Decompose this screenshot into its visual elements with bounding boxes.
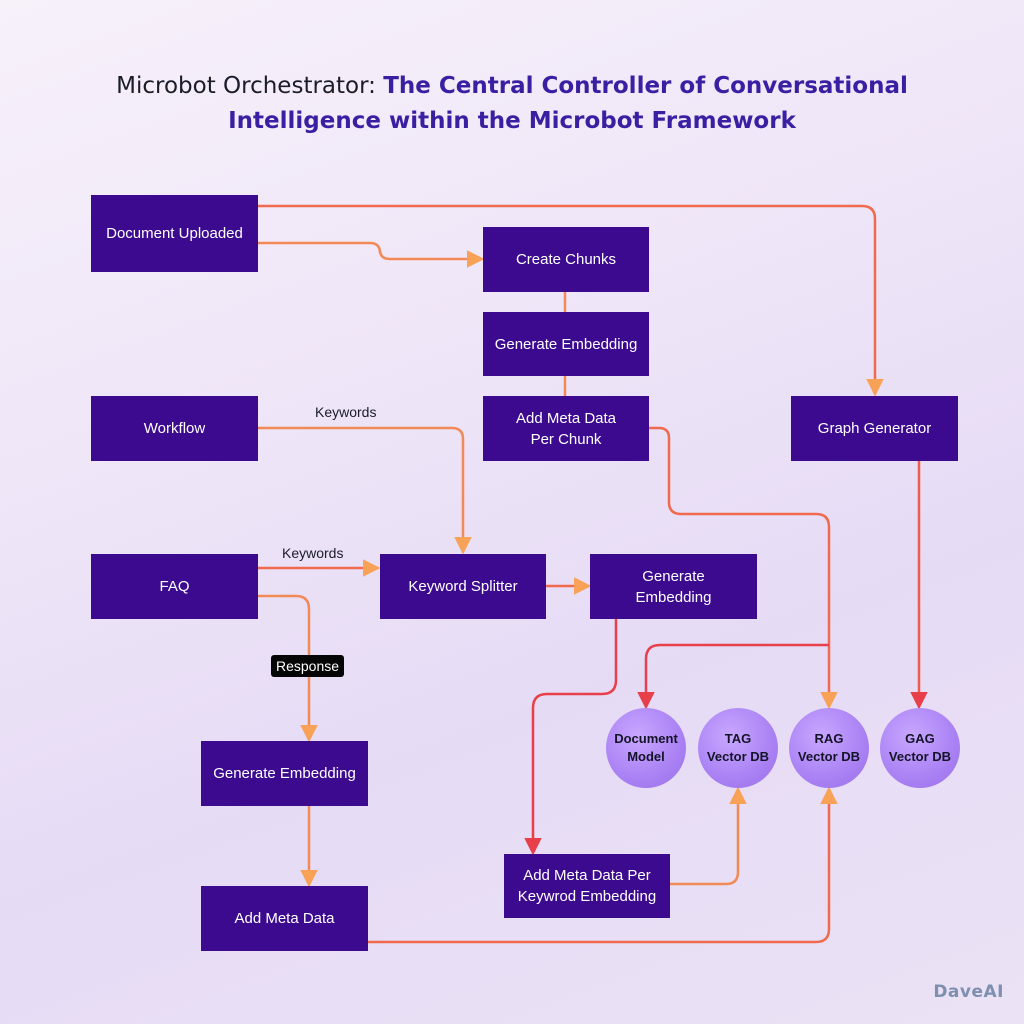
node-label: FAQ <box>159 578 190 595</box>
node-generate-embedding-top: Generate Embedding <box>483 312 649 376</box>
node-add-meta-data-per-keyword: Add Meta Data Per Keywrod Embedding <box>504 854 670 918</box>
title-bold-line1: The Central Controller of Conversational <box>383 73 908 99</box>
node-faq: FAQ <box>91 554 258 619</box>
title-prefix: Microbot Orchestrator: <box>116 73 384 99</box>
node-workflow: Workflow <box>91 396 258 461</box>
node-graph-generator: Graph Generator <box>791 396 958 461</box>
node-label: Keyword Splitter <box>408 578 518 595</box>
diagram-title: Microbot Orchestrator: The Central Contr… <box>0 68 1024 138</box>
node-label: Graph Generator <box>817 420 932 437</box>
edge-meta-to-rag <box>649 426 838 710</box>
edge-meta-to-docmodel <box>637 643 829 710</box>
db-document-model: Document Model <box>606 708 686 788</box>
node-label: Generate Embedding <box>494 335 638 353</box>
db-label: GAG Vector DB <box>888 731 952 764</box>
db-rag-vector: RAG Vector DB <box>789 708 869 788</box>
node-keyword-splitter: Keyword Splitter <box>380 554 546 619</box>
node-document-uploaded: Document Uploaded <box>91 195 258 272</box>
db-label: TAG Vector DB <box>706 731 770 764</box>
node-add-meta-data-per-chunk: Add Meta Data Per Chunk <box>483 396 649 461</box>
node-label: Generate Embedding <box>213 765 356 782</box>
edge-doc-to-chunks <box>258 241 485 268</box>
edge-workflow-to-splitter <box>258 426 472 555</box>
node-label: Generate Embedding <box>635 567 712 606</box>
edge-label-response: Response <box>271 655 345 677</box>
edge-label-keywords-faq: Keywords <box>282 545 344 561</box>
node-label: Document Uploaded <box>106 225 243 242</box>
edge-doc-to-graph <box>258 204 884 397</box>
db-gag-vector: GAG Vector DB <box>880 708 960 788</box>
db-label: RAG Vector DB <box>797 731 861 764</box>
node-generate-embedding-mid: Generate Embedding <box>590 554 757 619</box>
db-tag-vector: TAG Vector DB <box>698 708 778 788</box>
node-label: Create Chunks <box>515 251 617 268</box>
edge-faq-to-embed-left <box>258 594 318 743</box>
brand-logo: DaveAI <box>933 982 1004 1002</box>
edge-keywordmeta-to-tag <box>670 786 747 886</box>
node-label: Add Meta Data <box>234 910 335 927</box>
node-generate-embedding-left: Generate Embedding <box>201 741 368 806</box>
node-label: Workflow <box>143 420 206 437</box>
node-label: Add Meta Data Per Keywrod Embedding <box>517 867 657 905</box>
edge-meta-to-rag-bottom <box>368 786 838 944</box>
node-create-chunks: Create Chunks <box>483 227 649 292</box>
node-add-meta-data: Add Meta Data <box>201 886 368 951</box>
db-label: Document Model <box>614 731 678 764</box>
title-bold-line2: Intelligence within the Microbot Framewo… <box>228 108 796 134</box>
edge-embed-mid-to-keywordmeta <box>524 619 618 856</box>
edge-label-keywords-workflow: Keywords <box>315 404 377 420</box>
node-label: Add Meta Data Per Chunk <box>515 409 617 448</box>
